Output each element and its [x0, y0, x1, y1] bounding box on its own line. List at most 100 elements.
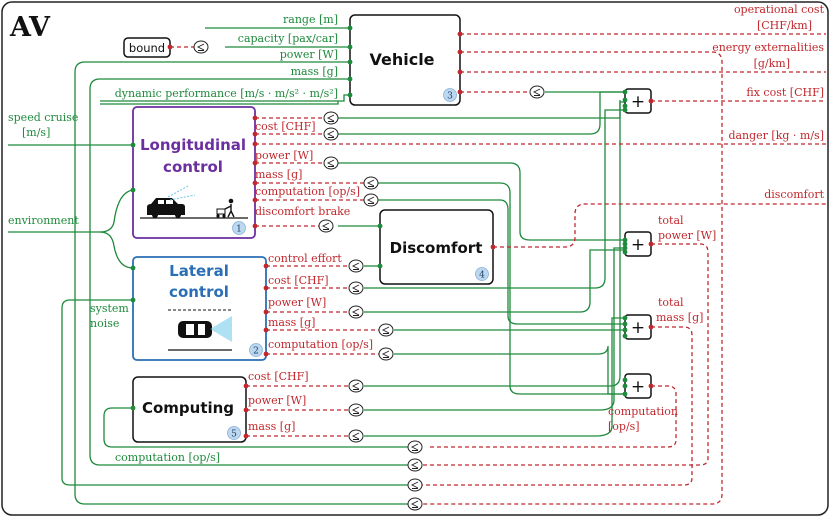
input-port-dot: [622, 321, 628, 327]
longitudinal-control-block[interactable]: Longitudinal control 1: [132, 106, 256, 239]
sum-total-mass[interactable]: +: [624, 314, 652, 340]
input-port-dot: [622, 327, 628, 333]
comparator-symbol: [318, 219, 334, 233]
lateral-output-labels: control effort cost [CHF] power [W] mass…: [268, 252, 373, 351]
output-port-dot: [252, 223, 258, 229]
output-port-dot: [457, 49, 463, 55]
comparator-symbol: [348, 259, 364, 273]
lateral-title-2: control: [169, 283, 229, 301]
longitudinal-output-labels: cost [CHF] power [W] mass [g] computatio…: [255, 120, 360, 218]
output-port-dot: [457, 31, 463, 37]
vehicle-title: Vehicle: [369, 50, 434, 69]
discomfort-badge: 4: [479, 271, 485, 281]
longitudinal-badge: 1: [236, 225, 242, 235]
sum-labels: total power [W] total mass [g] computati…: [608, 214, 716, 433]
label-environment: environment: [8, 214, 79, 227]
total-power-label-1: total: [658, 214, 684, 227]
lat-cost-label: cost [CHF]: [268, 274, 329, 287]
input-port-dot: [622, 237, 628, 243]
input-port-dot: [347, 44, 353, 50]
sum-total-power-symbol: +: [631, 235, 645, 255]
input-port-dot: [130, 265, 136, 271]
output-port-dot: [490, 244, 496, 250]
computing-title: Computing: [142, 399, 234, 417]
comparator-symbol: [407, 458, 423, 472]
total-mass-label-2: mass [g]: [656, 311, 703, 324]
output-port-dot: [167, 44, 173, 50]
output-port-dot: [243, 433, 249, 439]
input-port-dot: [347, 92, 353, 98]
sum-fix-cost-symbol: +: [631, 92, 645, 112]
comparator-symbol: [407, 478, 423, 492]
input-port-dot: [130, 142, 136, 148]
output-port-dot: [243, 407, 249, 413]
long-power-label: power [W]: [255, 149, 313, 162]
output-port-dot: [243, 383, 249, 389]
output-port-dot: [648, 98, 654, 104]
output-port-dot: [263, 351, 269, 357]
output-port-dot: [263, 309, 269, 315]
label-discomfort: discomfort: [764, 188, 824, 201]
computing-block[interactable]: Computing 5: [132, 376, 247, 443]
lat-control-effort-label: control effort: [268, 252, 342, 265]
output-port-dot: [252, 141, 258, 147]
discomfort-title: Discomfort: [390, 239, 483, 257]
output-port-dot: [252, 131, 258, 137]
computing-badge: 5: [231, 430, 237, 440]
comparator-symbol: [348, 429, 364, 443]
input-port-dot: [622, 391, 628, 397]
vehicle-badge: 3: [447, 92, 453, 102]
label-speed-cruise: speed cruise: [8, 111, 78, 124]
output-port-dot: [263, 285, 269, 291]
comparator-symbol: [348, 379, 364, 393]
label-range: range [m]: [283, 13, 338, 26]
left-input-labels: speed cruise [m/s] environment system no…: [8, 111, 129, 330]
comparator-symbol: [378, 347, 394, 361]
comparator-symbol: [323, 156, 339, 170]
lateral-control-block[interactable]: Lateral control 2: [132, 256, 267, 361]
input-port-dot: [622, 97, 628, 103]
input-port-dot: [622, 333, 628, 339]
label-speed-unit: [m/s]: [22, 126, 50, 139]
label-operational-cost: operational cost: [734, 3, 825, 16]
comparators: [193, 40, 545, 511]
total-computation-label-1: computation: [608, 405, 678, 418]
input-port-dot: [622, 107, 628, 113]
comparator-symbol: [529, 85, 545, 99]
lateral-badge: 2: [253, 347, 259, 357]
label-fix-cost: fix cost [CHF]: [746, 86, 824, 99]
car-pedestrian-icon: [140, 185, 248, 219]
input-port-dot: [622, 377, 628, 383]
comparator-symbol: [348, 281, 364, 295]
corner-label: AV: [9, 12, 51, 43]
right-output-labels: operational cost [CHF/km] energy externa…: [712, 3, 824, 201]
lat-mass-label: mass [g]: [268, 316, 315, 329]
output-port-dot: [648, 383, 654, 389]
vehicle-block[interactable]: Vehicle 3: [349, 14, 461, 106]
input-port-dot: [347, 59, 353, 65]
computing-output-labels: cost [CHF] power [W] mass [g]: [248, 370, 309, 433]
comparator-symbol: [323, 127, 339, 141]
comparator-symbol: [193, 40, 209, 54]
sum-fix-cost[interactable]: +: [624, 88, 652, 114]
comparator-symbol: [363, 193, 379, 207]
bound-block[interactable]: bound: [123, 37, 171, 58]
output-port-dot: [648, 324, 654, 330]
output-port-dot: [252, 160, 258, 166]
sum-total-computation[interactable]: +: [624, 373, 652, 399]
output-port-dot: [457, 89, 463, 95]
sum-total-power[interactable]: +: [624, 231, 652, 257]
long-discomfort-brake-label: discomfort brake: [255, 205, 350, 218]
input-port-dot: [347, 76, 353, 82]
discomfort-block[interactable]: Discomfort 4: [379, 209, 494, 285]
input-port-dot: [622, 103, 628, 109]
green-wires: [8, 27, 625, 505]
label-danger: danger [kg · m/s]: [728, 129, 824, 142]
output-port-dot: [457, 69, 463, 75]
input-port-dot: [347, 25, 353, 31]
input-port-dot: [622, 245, 628, 251]
port-dots: [130, 25, 654, 439]
input-port-dot: [377, 223, 383, 229]
comparator-symbol: [348, 305, 364, 319]
total-mass-label-1: total: [658, 296, 684, 309]
